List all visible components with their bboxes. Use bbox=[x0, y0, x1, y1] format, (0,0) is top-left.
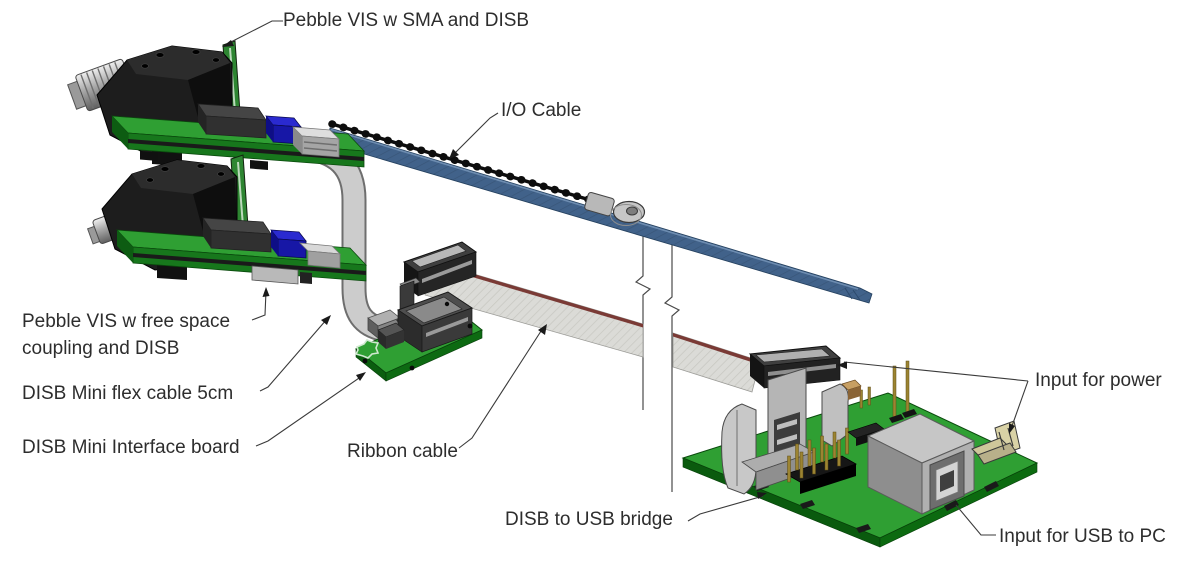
leader-input-power-b bbox=[1011, 380, 1029, 427]
io-cable-graphic bbox=[326, 120, 873, 304]
label-usb-bridge: DISB to USB bridge bbox=[505, 509, 673, 530]
leader-usb-bridge bbox=[687, 495, 764, 522]
ribbon-end-connector bbox=[399, 241, 478, 318]
label-pebble-sma: Pebble VIS w SMA and DISB bbox=[283, 10, 530, 31]
leader-lines bbox=[226, 20, 1029, 536]
usb-bridge-board-graphic bbox=[681, 345, 1039, 548]
label-ribbon-cable: Ribbon cable bbox=[347, 441, 458, 462]
cable-break-lines bbox=[634, 224, 681, 492]
ribbon-cable-graphic bbox=[424, 260, 761, 393]
label-pebble-free-space: Pebble VIS w free space coupling and DIS… bbox=[22, 311, 231, 359]
leader-input-usb bbox=[955, 504, 996, 536]
label-interface-board: DISB Mini Interface board bbox=[22, 437, 240, 458]
interface-board-socket bbox=[377, 291, 474, 353]
device-a-sensor-chip bbox=[197, 103, 267, 139]
device-b-blue-component bbox=[270, 229, 307, 259]
power-connector bbox=[971, 420, 1021, 465]
interface-board-graphic bbox=[354, 291, 483, 382]
alignment-cross-pad bbox=[354, 339, 380, 359]
io-wire bbox=[328, 120, 594, 204]
label-flex-cable: DISB Mini flex cable 5cm bbox=[22, 383, 234, 404]
leader-pebble-free-space bbox=[251, 290, 267, 321]
device-b-edge-connector bbox=[251, 242, 342, 285]
device-a-cable-connector bbox=[291, 126, 341, 158]
pebble-vis-free-space-device bbox=[86, 154, 367, 285]
label-input-usb: Input for USB to PC bbox=[999, 526, 1166, 547]
leader-pebble-sma bbox=[226, 20, 283, 45]
leader-io-cable bbox=[451, 112, 499, 157]
leader-ribbon-cable bbox=[458, 327, 544, 449]
device-b-sensor-chip bbox=[202, 217, 272, 253]
leader-interface-board bbox=[255, 375, 363, 447]
label-io-cable: I/O Cable bbox=[501, 100, 582, 121]
leader-input-power-a bbox=[843, 361, 1029, 382]
pebble-vis-sma-device bbox=[67, 40, 365, 170]
pin-headers bbox=[785, 360, 917, 494]
label-input-power: Input for power bbox=[1035, 370, 1162, 391]
leader-arrowheads bbox=[222, 40, 1015, 499]
leader-flex-cable bbox=[259, 318, 328, 392]
ring-terminal bbox=[584, 191, 646, 226]
flex-cable-graphic bbox=[298, 135, 410, 343]
usb-b-connector bbox=[866, 413, 976, 515]
